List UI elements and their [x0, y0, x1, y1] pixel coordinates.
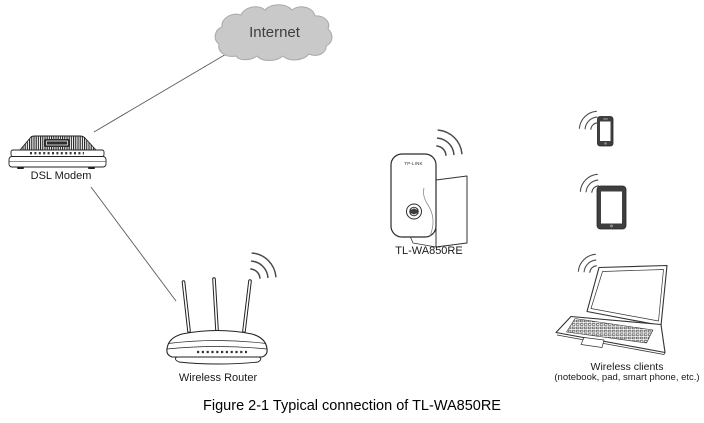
- line-internet-to-modem: [93, 49, 234, 133]
- wireless-router-icon: [166, 277, 268, 365]
- extender-logo-text: TP-LINK: [404, 161, 422, 166]
- figure-caption: Figure 2-1 Typical connection of TL-WA85…: [203, 398, 501, 414]
- wireless-clients-sublabel: (notebook, pad, smart phone, etc.): [554, 372, 700, 384]
- wireless-router-label: Wireless Router: [178, 372, 258, 384]
- line-modem-to-router: [90, 186, 177, 302]
- pad-icon: [596, 185, 627, 230]
- range-extender-icon: TP-LINK: [390, 153, 468, 248]
- extender-body-curve: [423, 187, 434, 237]
- dsl-modem-label: DSL Modem: [30, 170, 92, 182]
- internet-label: Internet: [249, 24, 300, 41]
- wireless-clients-label: Wireless clients (notebook, pad, smart p…: [543, 361, 704, 384]
- smart-phone-icon: [597, 116, 614, 147]
- dsl-modem-icon: [8, 135, 107, 169]
- wifi-waves-extender: [428, 125, 467, 164]
- internet-cloud-icon: [214, 4, 333, 61]
- wireless-clients-title: Wireless clients: [590, 361, 664, 373]
- notebook-icon: [555, 264, 668, 355]
- extender-label: TL-WA850RE: [395, 245, 463, 257]
